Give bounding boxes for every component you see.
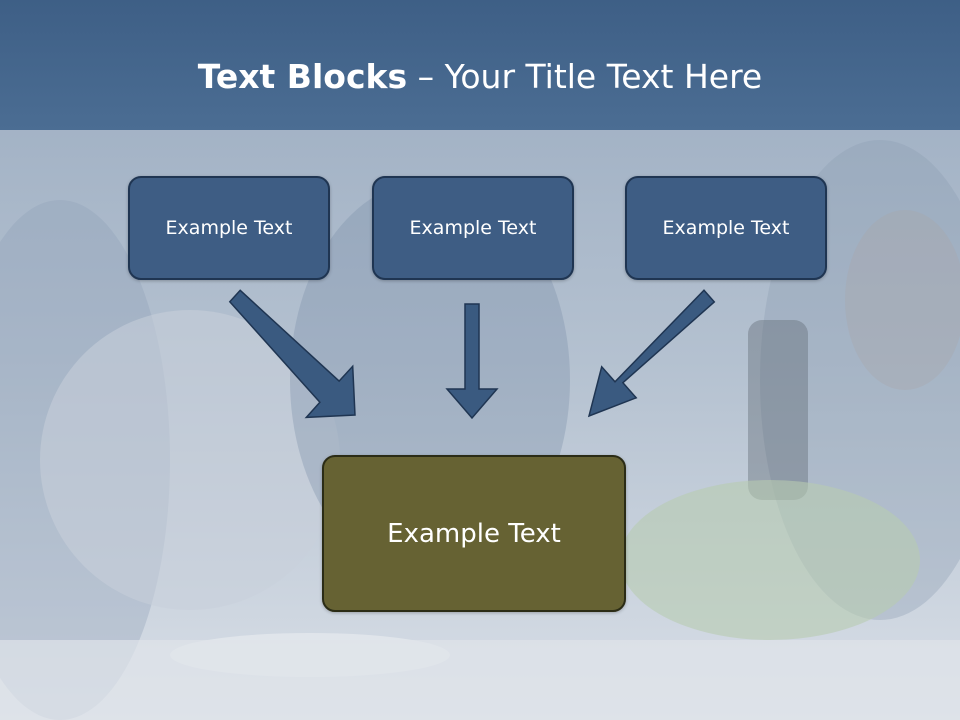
- text-block-3: Example Text: [625, 176, 827, 280]
- text-block-2-label: Example Text: [409, 217, 537, 239]
- title-bold: Text Blocks: [197, 57, 408, 96]
- text-block-main: Example Text: [322, 455, 626, 612]
- title-bar: [0, 0, 960, 130]
- text-block-2: Example Text: [372, 176, 574, 280]
- text-block-main-label: Example Text: [387, 518, 561, 549]
- arrow-center: [445, 303, 499, 420]
- arrow-left: [228, 289, 356, 419]
- text-block-3-label: Example Text: [662, 217, 790, 239]
- slide-title: Text Blocks – Your Title Text Here: [0, 52, 960, 102]
- title-dash: –: [407, 57, 445, 96]
- text-block-1-label: Example Text: [165, 217, 293, 239]
- arrow-right: [587, 289, 716, 418]
- text-block-1: Example Text: [128, 176, 330, 280]
- title-rest: Your Title Text Here: [444, 57, 763, 96]
